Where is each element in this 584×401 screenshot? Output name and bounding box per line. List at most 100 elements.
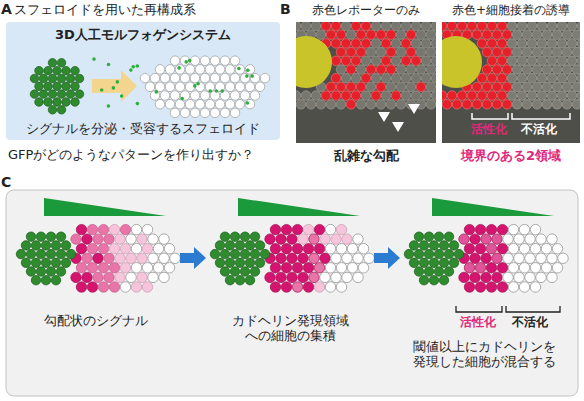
cell <box>190 108 200 118</box>
cell <box>145 82 155 92</box>
cell <box>200 73 210 83</box>
cell <box>230 232 240 242</box>
cell <box>225 258 235 268</box>
signal-dot <box>245 74 249 78</box>
cell <box>175 65 185 75</box>
cell <box>225 82 235 92</box>
cell <box>482 65 492 75</box>
cell <box>71 82 80 91</box>
cell <box>547 272 557 282</box>
signal-dot <box>246 69 250 73</box>
node-text: 活性化 <box>460 315 502 329</box>
cell <box>342 253 352 263</box>
cell <box>321 91 331 101</box>
cell <box>26 232 36 242</box>
signal-dot <box>132 65 136 69</box>
cell <box>391 39 401 49</box>
cell <box>371 73 381 83</box>
cell <box>567 73 577 83</box>
cell <box>71 98 80 107</box>
cell <box>411 91 421 101</box>
cell <box>517 39 527 49</box>
cell <box>159 234 169 244</box>
cell <box>320 272 330 282</box>
cell <box>87 224 97 234</box>
cell <box>482 30 492 40</box>
cell <box>477 39 487 49</box>
cell <box>386 100 396 110</box>
micro-image: 赤色+細胞接着の誘導活性化不活化境界のある2領域 <box>440 3 582 167</box>
cell <box>250 249 260 259</box>
cell <box>210 56 220 65</box>
cell <box>287 272 297 282</box>
cell <box>309 272 319 282</box>
cell <box>331 91 341 101</box>
cell <box>424 232 434 242</box>
cell <box>537 39 547 49</box>
cell <box>175 82 185 92</box>
cell <box>298 253 308 263</box>
cell <box>567 22 577 31</box>
cell <box>481 234 491 244</box>
cell <box>361 56 371 66</box>
cell <box>303 282 313 292</box>
cell <box>552 47 562 57</box>
cell <box>527 73 537 83</box>
cell <box>270 263 280 273</box>
gradient-triangle <box>238 198 360 216</box>
cell <box>240 232 250 242</box>
cell <box>517 22 527 31</box>
cell <box>287 234 297 244</box>
cell <box>210 249 220 259</box>
cell <box>62 66 71 75</box>
cell <box>381 73 391 83</box>
cell <box>401 73 411 83</box>
panel-a-box: スフェロイドを用いた再構成系3D人工モルフォゲンシステムシグナルを分泌・受容する… <box>6 2 280 142</box>
cell <box>401 22 411 31</box>
node-text: シグナルを分泌・受容するスフェロイド <box>6 121 280 136</box>
cell <box>537 73 547 83</box>
cell <box>287 253 297 263</box>
cell <box>542 65 552 75</box>
cell <box>48 106 57 115</box>
cell <box>497 224 507 234</box>
cell <box>464 224 474 234</box>
cell <box>542 82 552 92</box>
cell <box>542 100 552 110</box>
cell <box>457 22 467 31</box>
cell <box>331 234 341 244</box>
cell <box>71 234 81 244</box>
cell <box>457 91 467 101</box>
node-text: 赤色レポーターのみ <box>292 3 440 17</box>
node-text: カドヘリン発現領域 への細胞の集積 <box>228 313 352 343</box>
cell <box>320 234 330 244</box>
cell <box>442 91 447 101</box>
cell <box>245 99 255 109</box>
cell <box>562 82 572 92</box>
cell <box>517 91 527 101</box>
cell <box>557 39 567 49</box>
cell <box>292 224 302 234</box>
bracket <box>456 306 502 312</box>
cell <box>39 90 48 99</box>
cell <box>303 243 313 253</box>
cell <box>497 22 507 31</box>
cell <box>75 90 84 99</box>
node-text: 3D人工モルフォゲンシステム <box>6 27 280 43</box>
node-text: 閾値以上にカドヘリンを 発現した細胞が混合する <box>408 339 560 369</box>
cell <box>464 243 474 253</box>
cell <box>467 91 477 101</box>
cell <box>235 275 245 285</box>
cell <box>351 91 361 101</box>
cell <box>426 47 436 57</box>
cell <box>235 258 245 268</box>
cell <box>292 243 302 253</box>
cell <box>434 267 444 277</box>
signal-dot <box>120 94 124 98</box>
panel-c-box <box>6 190 578 396</box>
cell <box>470 234 480 244</box>
cell <box>66 74 75 83</box>
cell <box>502 100 512 110</box>
bracket <box>506 306 560 312</box>
cell <box>532 82 542 92</box>
